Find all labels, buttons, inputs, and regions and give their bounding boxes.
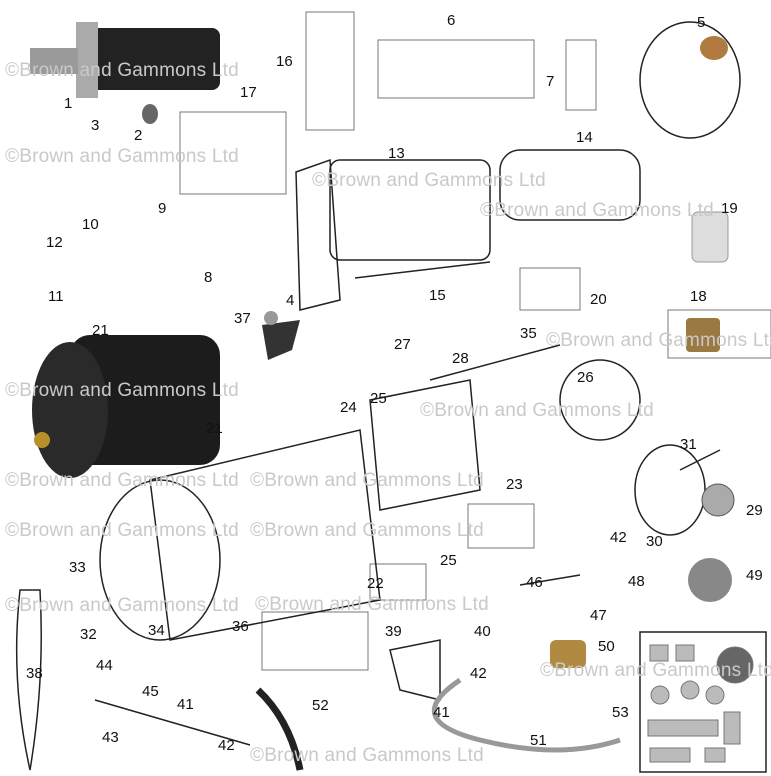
callout-number: 29	[746, 502, 763, 519]
callout-number: 28	[452, 350, 469, 367]
callout-number: 17	[240, 84, 257, 101]
watermark: ©Brown and Gammons Ltd	[5, 60, 239, 81]
watermark: ©Brown and Gammons Ltd	[312, 170, 546, 191]
watermark: ©Brown and Gammons Ltd	[5, 520, 239, 541]
watermark: ©Brown and Gammons Ltd	[540, 660, 771, 681]
part-49-photo	[688, 558, 732, 602]
callout-number: 39	[385, 623, 402, 640]
callout-number: 22	[367, 575, 384, 592]
callout-number: 14	[576, 129, 593, 146]
callout-number: 26	[577, 369, 594, 386]
callout-number: 25	[370, 390, 387, 407]
watermark: ©Brown and Gammons Ltd	[480, 200, 714, 221]
part-19-photo	[691, 211, 729, 263]
part-18-body	[686, 318, 720, 352]
watermark: ©Brown and Gammons Ltd	[5, 146, 239, 167]
callout-number: 31	[680, 436, 697, 453]
bush-photo	[700, 36, 728, 60]
callout-number: 38	[26, 665, 43, 682]
callout-number: 23	[506, 476, 523, 493]
bearing-photo	[701, 483, 735, 517]
watermark: ©Brown and Gammons Ltd	[420, 400, 654, 421]
callout-number: 27	[394, 336, 411, 353]
dynamo-photo	[32, 335, 220, 478]
part-16-brush-lead-photo	[305, 11, 355, 131]
callout-number: 11	[48, 288, 64, 305]
cable-52-photo	[255, 687, 304, 771]
part-53-contents	[647, 644, 754, 763]
callout-number: 9	[158, 200, 167, 217]
callout-number: 40	[474, 623, 491, 640]
knob-photo	[264, 311, 278, 325]
watermark: ©Brown and Gammons Ltd	[250, 745, 484, 766]
callout-number: 45	[142, 683, 159, 700]
cover-photo	[262, 320, 300, 360]
callout-number: 53	[612, 704, 629, 721]
callout-number: 16	[276, 53, 293, 70]
watermark: ©Brown and Gammons Ltd	[250, 520, 484, 541]
watermark: ©Brown and Gammons Ltd	[5, 380, 239, 401]
callout-number: 20	[590, 291, 607, 308]
callout-number: 30	[646, 533, 663, 550]
callout-number: 1	[64, 95, 73, 112]
callout-number: 35	[520, 325, 537, 342]
callout-number: 44	[96, 657, 113, 674]
watermark: ©Brown and Gammons Ltd	[255, 594, 489, 615]
part-7-clip-photo	[565, 39, 597, 111]
callout-number: 24	[340, 399, 357, 416]
part-20-kit-photo	[519, 267, 581, 311]
callout-number: 41	[433, 704, 450, 721]
callout-number: 10	[82, 216, 99, 233]
watermark: ©Brown and Gammons Ltd	[5, 470, 239, 491]
callout-number: 34	[148, 622, 165, 639]
callout-number: 21	[92, 322, 109, 339]
callout-number: 37	[234, 310, 251, 327]
callout-number: 7	[546, 73, 555, 90]
callout-number: 32	[80, 626, 97, 643]
part-6-brush-set-photo	[377, 39, 535, 99]
part-50-photo	[550, 640, 586, 668]
cable-photo	[431, 677, 621, 753]
watermark: ©Brown and Gammons Ltd	[250, 470, 484, 491]
callout-number: 42	[610, 529, 627, 546]
callout-number: 43	[102, 729, 119, 746]
callout-number: 6	[447, 12, 456, 29]
callout-number: 51	[530, 732, 547, 749]
callout-number: 42	[218, 737, 235, 754]
part-23-brush-photo	[467, 503, 535, 549]
part-17-brush-set-photo	[179, 111, 287, 195]
callout-number: 33	[69, 559, 86, 576]
part-36-kit-photo	[261, 611, 369, 671]
callout-number: 42	[470, 665, 487, 682]
callout-number: 8	[204, 269, 213, 286]
callout-number: 5	[697, 14, 706, 31]
watermark: ©Brown and Gammons Ltd	[546, 330, 771, 351]
callout-number: 18	[690, 288, 707, 305]
callout-number: 36	[232, 618, 249, 635]
starter-motor-photo	[30, 22, 220, 124]
callout-number: 46	[526, 574, 543, 591]
callout-number: 49	[746, 567, 763, 584]
starter-line-drawing	[15, 21, 741, 771]
callout-number: 52	[312, 697, 329, 714]
callout-number: 19	[721, 200, 738, 217]
callout-number: 50	[598, 638, 615, 655]
callout-number: 41	[177, 696, 194, 713]
callout-number: 13	[388, 145, 405, 162]
callout-number: 47	[590, 607, 607, 624]
callout-number: 3	[91, 117, 100, 134]
watermark: ©Brown and Gammons Ltd	[5, 595, 239, 616]
callout-number: 15	[429, 287, 446, 304]
callout-number: 2	[134, 127, 143, 144]
callout-number: 4	[286, 292, 295, 309]
callout-number: 48	[628, 573, 645, 590]
callout-number: 12	[46, 234, 63, 251]
callout-number: 21	[206, 420, 223, 437]
callout-number: 25	[440, 552, 457, 569]
